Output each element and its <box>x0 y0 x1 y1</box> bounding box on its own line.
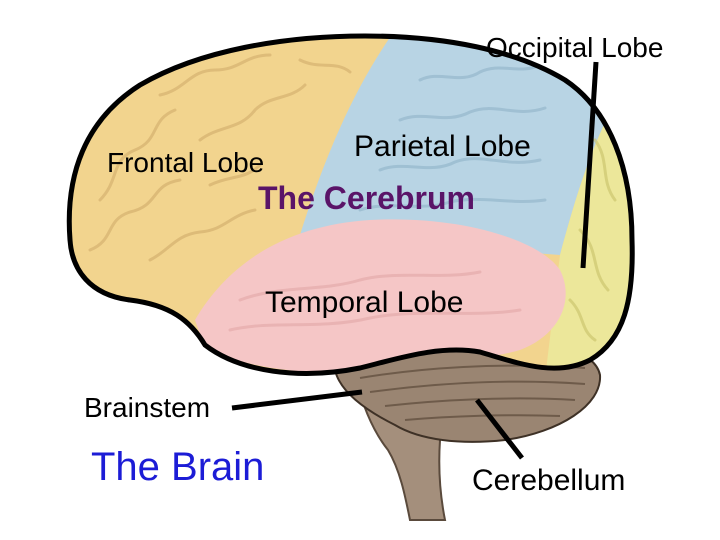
brainstem-label: Brainstem <box>84 392 211 423</box>
temporal-lobe-label: Temporal Lobe <box>265 286 464 319</box>
frontal-lobe-label: Frontal Lobe <box>107 147 265 178</box>
cerebrum-outline <box>66 33 635 376</box>
occipital-lobe-label: Occipital Lobe <box>486 32 664 63</box>
brain-title: The Brain <box>91 445 265 489</box>
brainstem-leader-line <box>231 389 363 411</box>
occipital-lobe-region <box>540 60 633 374</box>
parietal-lobe-region <box>300 36 633 255</box>
parietal-gyri <box>358 63 547 212</box>
parietal-lobe-label: Parietal Lobe <box>354 130 531 163</box>
temporal-lobe-region <box>195 219 566 373</box>
temporal-gyri <box>228 270 522 332</box>
cerebellum-label: Cerebellum <box>472 464 626 497</box>
cerebrum-gyri <box>88 53 352 262</box>
occipital-leader-line <box>580 61 599 269</box>
cerebellum-leader-line <box>475 398 524 460</box>
cerebrum-title: The Cerebrum <box>258 180 475 216</box>
